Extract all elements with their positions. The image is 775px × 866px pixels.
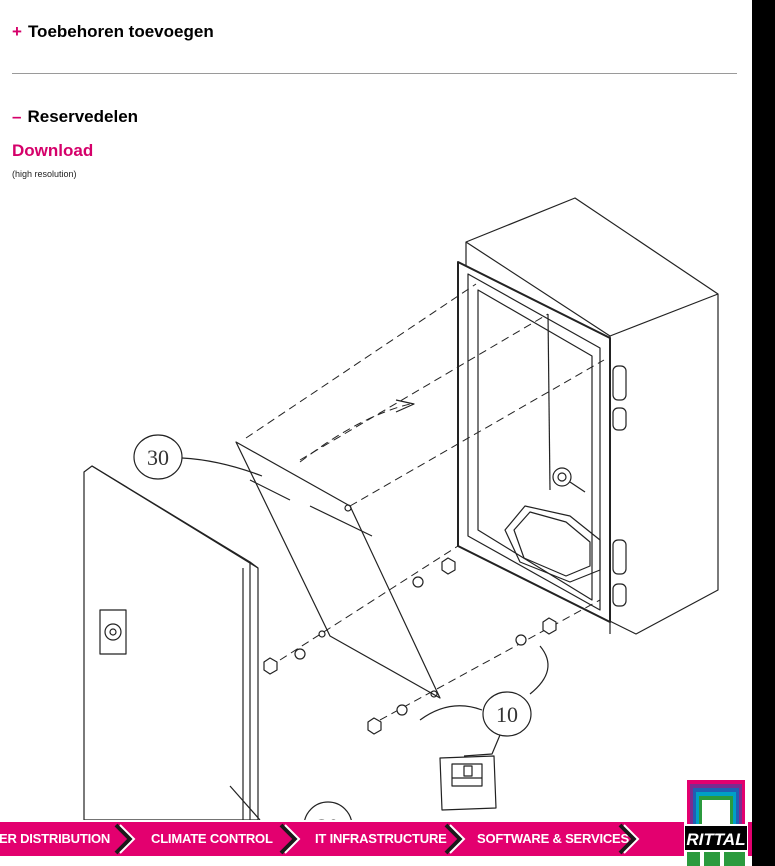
window-edge xyxy=(752,0,775,866)
enclosure-door xyxy=(83,465,261,820)
collapse-icon: – xyxy=(12,107,22,126)
callout-label: 10 xyxy=(496,702,518,727)
enclosure-body xyxy=(457,197,719,635)
chevron-right-icon xyxy=(114,823,136,855)
nav-item-power-distribution[interactable]: ER DISTRIBUTION xyxy=(0,831,111,846)
chevron-right-icon xyxy=(618,823,640,855)
spare-parts-drawing: 30 10 20 xyxy=(83,197,719,820)
spare-parts-toggle[interactable]: –Reservedelen xyxy=(12,107,138,127)
download-link[interactable]: Download xyxy=(12,141,94,160)
nav-item-software-services[interactable]: SOFTWARE & SERVICES xyxy=(477,831,629,846)
svg-text:RITTAL: RITTAL xyxy=(686,830,745,849)
nav-item-climate-control[interactable]: CLIMATE CONTROL xyxy=(151,831,273,846)
section-divider xyxy=(12,73,737,74)
resolution-note: (high resolution) xyxy=(12,169,77,179)
callout-label: 30 xyxy=(147,445,169,470)
category-nav: ER DISTRIBUTION CLIMATE CONTROL IT INFRA… xyxy=(0,822,752,856)
page-content: + Toebehoren toevoegen –Reservedelen Down… xyxy=(0,22,752,866)
chevron-right-icon xyxy=(444,823,466,855)
accessories-title: Toebehoren toevoegen xyxy=(27,22,214,41)
chevron-right-icon xyxy=(279,823,301,855)
nav-item-it-infrastructure[interactable]: IT INFRASTRUCTURE xyxy=(315,831,447,846)
accessories-toggle[interactable]: + Toebehoren toevoegen xyxy=(12,22,214,42)
fasteners xyxy=(263,557,557,735)
rittal-logo[interactable]: RITTAL xyxy=(684,780,748,866)
callout-label: 20 xyxy=(317,814,339,820)
expand-icon: + xyxy=(12,22,22,41)
mounting-plate xyxy=(235,441,441,699)
spare-parts-title: Reservedelen xyxy=(27,107,139,126)
